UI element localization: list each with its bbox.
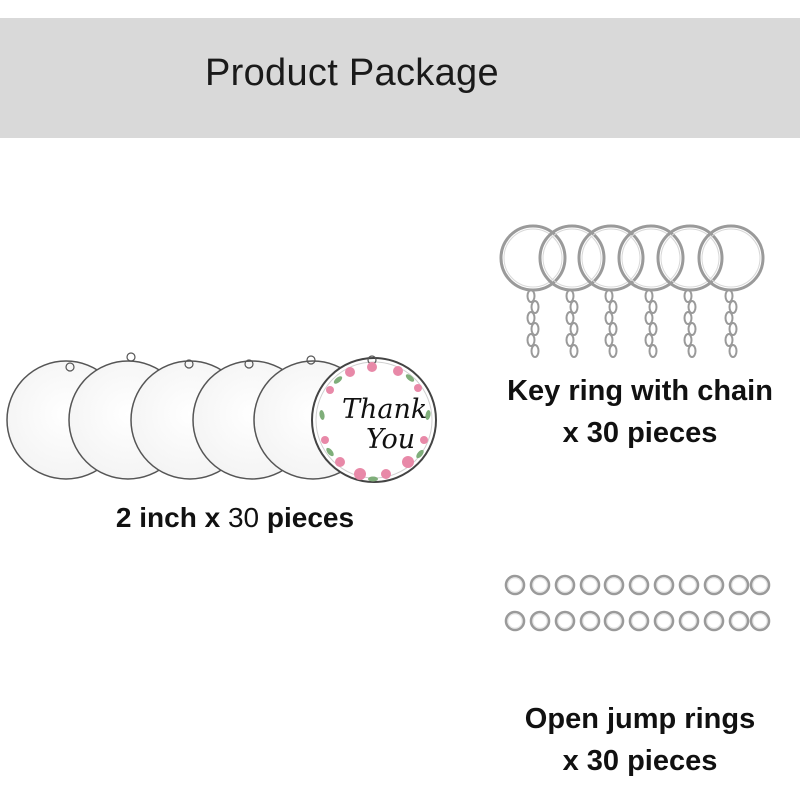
jump-ring-icon	[579, 610, 601, 632]
key-ring-icon	[499, 224, 567, 358]
jump-ring-icon	[529, 574, 551, 596]
thank-you-disc-icon: Thank You	[311, 355, 437, 483]
discs-caption: 2 inch x 30 pieces	[60, 498, 410, 539]
discs-caption-count: 30	[227, 502, 260, 533]
jump-ring-icon	[579, 574, 601, 596]
thank-you-text: You	[366, 424, 415, 455]
jump-ring-icon	[728, 574, 750, 596]
jump-ring-icon	[554, 610, 576, 632]
keyring-caption-line2: x 30 pieces	[562, 417, 718, 450]
jump-ring-group	[504, 574, 771, 632]
jump-ring-icon	[703, 610, 725, 632]
jump-ring-icon	[728, 610, 750, 632]
jump-ring-caption-line1: Open jump rings	[524, 703, 756, 735]
keyring-caption-line1: Key ring with chain	[507, 375, 773, 407]
thank-you-text: Thank	[342, 394, 427, 425]
page-title: Product Package	[205, 52, 499, 94]
key-ring-icon	[656, 224, 724, 358]
jump-ring-icon	[504, 574, 526, 596]
header-banner	[0, 18, 800, 138]
jump-ring-icon	[529, 610, 551, 632]
jump-ring-caption-line2: x 30 pieces	[562, 745, 718, 778]
jump-ring-icon	[504, 610, 526, 632]
jump-ring-icon	[628, 574, 650, 596]
key-ring-icon	[538, 224, 606, 358]
key-ring-icon	[577, 224, 645, 358]
key-ring-icon	[697, 224, 765, 358]
jump-ring-icon	[603, 610, 625, 632]
key-ring-group	[499, 224, 765, 358]
discs-caption-suffix: pieces	[259, 502, 355, 533]
jump-ring-icon	[749, 610, 771, 632]
jump-ring-icon	[703, 574, 725, 596]
key-ring-icon	[617, 224, 685, 358]
jump-ring-icon	[628, 610, 650, 632]
jump-ring-icon	[678, 610, 700, 632]
jump-ring-icon	[554, 574, 576, 596]
keyring-caption: Key ring with chain x 30 pieces	[480, 370, 800, 454]
jump-ring-icon	[678, 574, 700, 596]
jump-ring-icon	[603, 574, 625, 596]
jump-ring-icon	[749, 574, 771, 596]
jump-ring-icon	[653, 574, 675, 596]
jump-ring-icon	[653, 610, 675, 632]
discs-caption-prefix: 2 inch x	[115, 502, 228, 533]
jump-ring-caption: Open jump rings x 30 pieces	[480, 698, 800, 782]
